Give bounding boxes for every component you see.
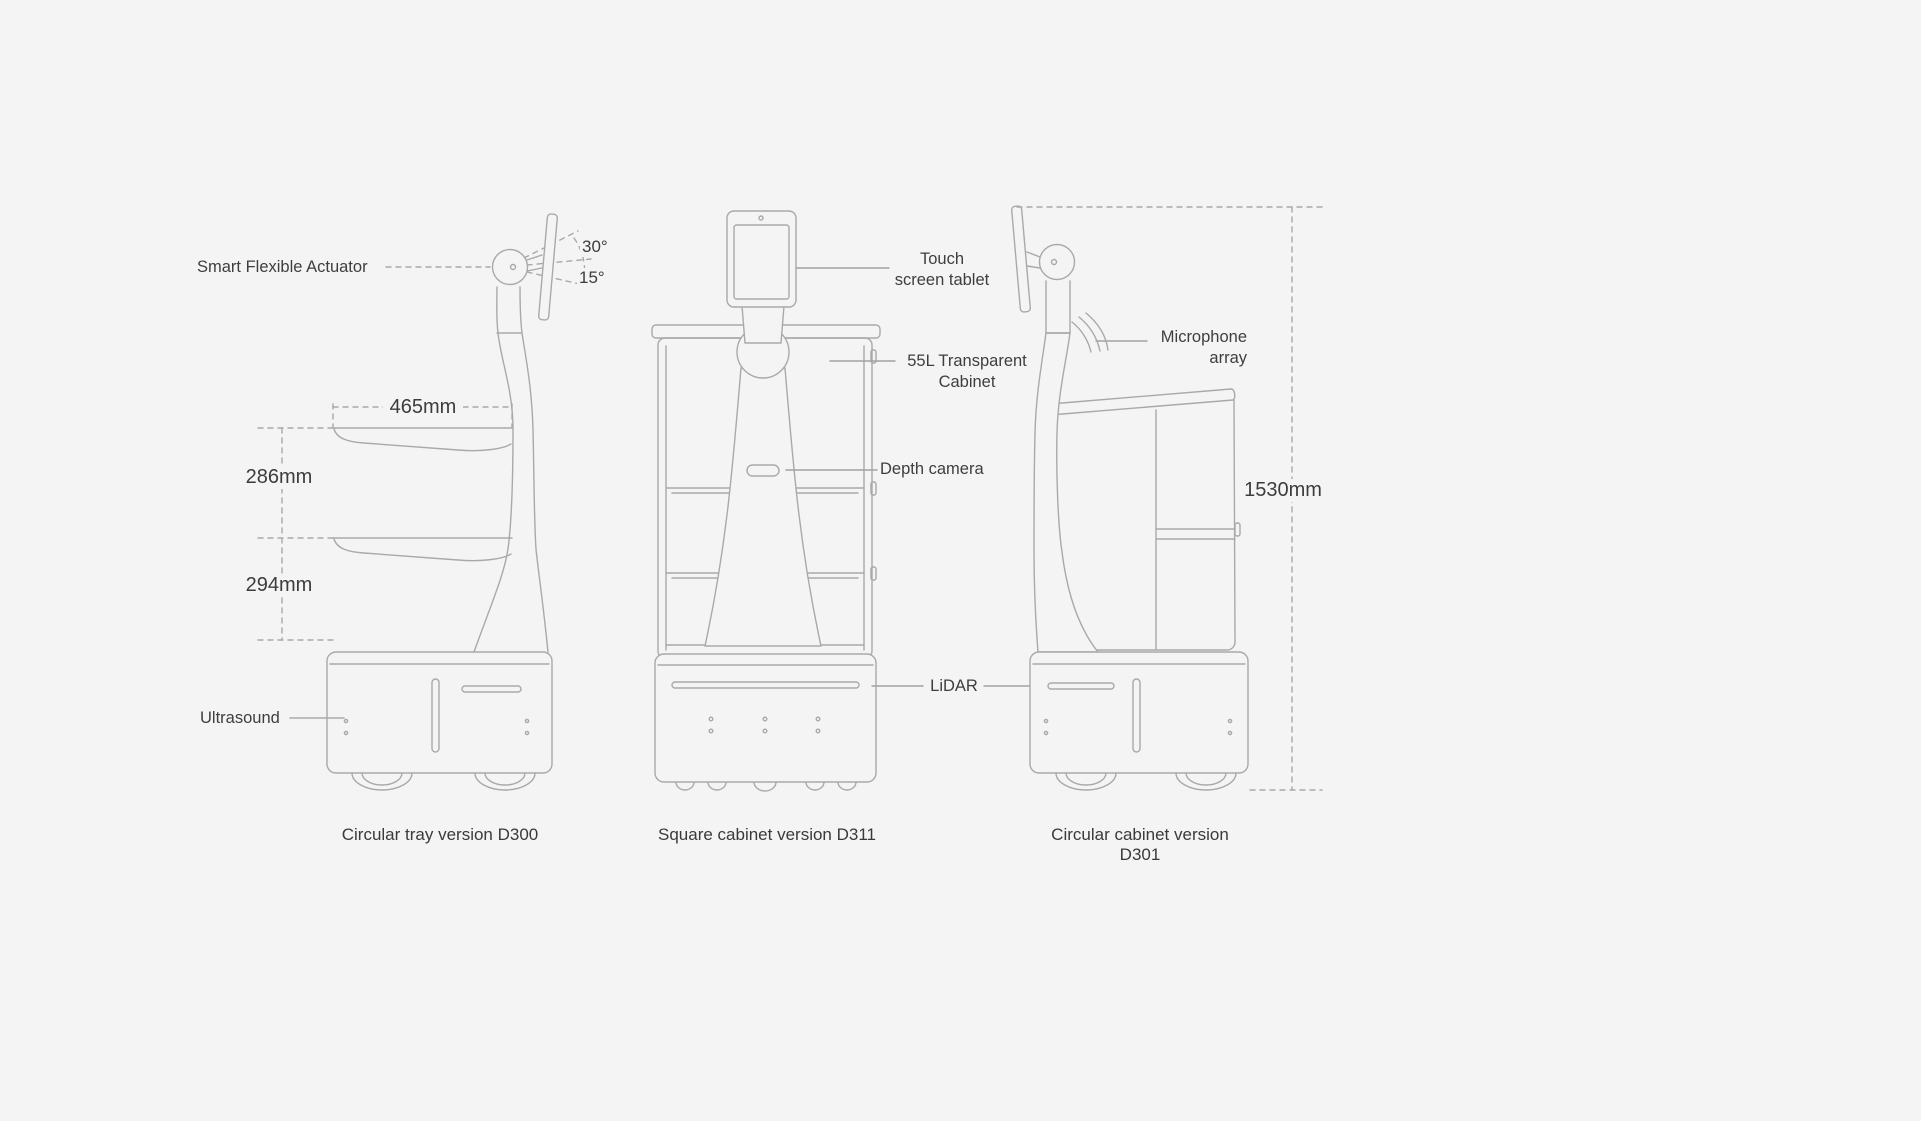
label-ultrasound: Ultrasound <box>200 709 280 727</box>
d311-casters <box>675 781 857 792</box>
d300-lower-tray <box>332 537 513 562</box>
label-tilt-angle-lower: 15° <box>577 268 607 288</box>
caption-circular-tray-d300: Circular tray version D300 <box>341 825 539 844</box>
d301-lidar-slot <box>1047 682 1115 690</box>
dimension-tray-width: 465mm <box>383 396 463 419</box>
label-transparent-cabinet: 55L Transparent Cabinet <box>907 352 1027 392</box>
d311-base <box>654 653 877 783</box>
label-tilt-angle-upper: 30° <box>580 237 610 257</box>
dimension-overall-height: 1530mm <box>1238 479 1328 502</box>
robot-d311 <box>651 210 881 792</box>
d301-microphone-array-marks <box>1071 312 1109 353</box>
d311-touch-screen-tablet <box>726 210 797 308</box>
d311-tablet-camera-dot <box>758 215 764 221</box>
dimension-tray-spacing-lower: 294mm <box>239 574 319 597</box>
d300-wheels <box>351 772 536 791</box>
label-lidar: LiDAR <box>930 677 978 695</box>
caption-square-cabinet-d311: Square cabinet version D311 <box>658 825 876 844</box>
d300-neck-front-edge <box>473 286 514 653</box>
label-smart-flexible-actuator: Smart Flexible Actuator <box>197 258 368 276</box>
d311-ultrasound-sensor-dots <box>708 716 821 734</box>
annotation-leader-lines <box>785 267 1148 687</box>
robot-d301 <box>1010 205 1249 791</box>
d301-base <box>1029 651 1249 774</box>
d300-lidar-slot <box>461 685 522 693</box>
label-touch-screen-tablet: Touch screen tablet <box>894 250 990 290</box>
d300-upper-tray <box>332 427 513 452</box>
d311-neck <box>741 305 785 344</box>
d301-ultrasound-sensor-dots <box>1043 718 1233 736</box>
label-depth-camera: Depth camera <box>880 460 984 478</box>
d300-tablet <box>537 213 559 321</box>
label-microphone-array: Microphone array <box>1160 328 1247 368</box>
d300-sensor-strip <box>431 678 440 753</box>
d300-ultrasound-sensor-dots <box>343 718 530 736</box>
d300-base <box>326 651 553 774</box>
d311-spine-column <box>704 367 822 647</box>
d301-wheels <box>1055 772 1237 791</box>
d301-neck <box>1033 332 1099 653</box>
robot-d300 <box>289 213 559 791</box>
d311-depth-camera <box>746 464 780 477</box>
caption-circular-cabinet-d301: Circular cabinet version D301 <box>1051 825 1229 864</box>
d300-neck-back-edge <box>519 286 549 653</box>
d301-sensor-strip <box>1132 678 1141 753</box>
d301-tablet <box>1010 205 1032 313</box>
d311-lidar-slot <box>671 681 860 689</box>
dimension-tray-spacing-upper: 286mm <box>239 466 319 489</box>
